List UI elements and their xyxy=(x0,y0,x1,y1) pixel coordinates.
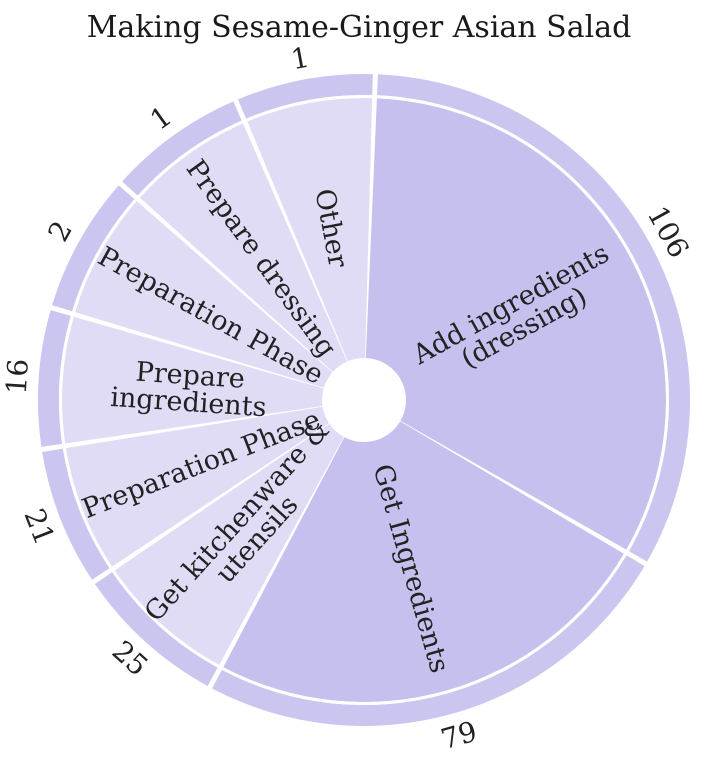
pie-slice-1 xyxy=(223,421,624,702)
pie-slice-5 xyxy=(75,201,333,388)
pie-slice-band-1 xyxy=(212,555,645,726)
pie-slice-2 xyxy=(114,423,344,665)
pie-slice-separator-5 xyxy=(72,199,137,313)
pie-slice-separator-7 xyxy=(246,95,373,122)
pie-slice-band-5 xyxy=(52,185,135,312)
pie-slice-band-0 xyxy=(377,74,690,562)
slices-layer xyxy=(37,74,690,726)
pie-slice-separator-4 xyxy=(58,315,74,444)
value-label-4: 16 xyxy=(0,358,35,396)
center-hole xyxy=(324,360,404,440)
pie-slice-6 xyxy=(139,123,348,372)
slice-label-4: Prepareingredients xyxy=(109,355,269,423)
value-label-1: 79 xyxy=(437,715,480,756)
pie-slice-band-7 xyxy=(238,74,373,119)
value-label-6: 1 xyxy=(144,99,178,136)
pie-slice-band-3 xyxy=(42,448,110,580)
pie-slice-band-6 xyxy=(122,101,242,196)
pie-slice-band-4 xyxy=(37,310,71,447)
value-label-5: 2 xyxy=(41,215,79,247)
pie-slice-band-2 xyxy=(94,572,218,687)
pie-slice-0 xyxy=(365,98,667,550)
chart-title: Making Sesame-Ginger Asian Salad xyxy=(86,10,632,45)
pie-slice-4 xyxy=(61,316,324,444)
value-label-3: 21 xyxy=(17,504,61,549)
pie-slice-3 xyxy=(65,406,329,567)
pie-slice-7 xyxy=(247,98,373,362)
pie-slice-separator-3 xyxy=(62,448,113,569)
value-label-7: 1 xyxy=(288,41,312,77)
